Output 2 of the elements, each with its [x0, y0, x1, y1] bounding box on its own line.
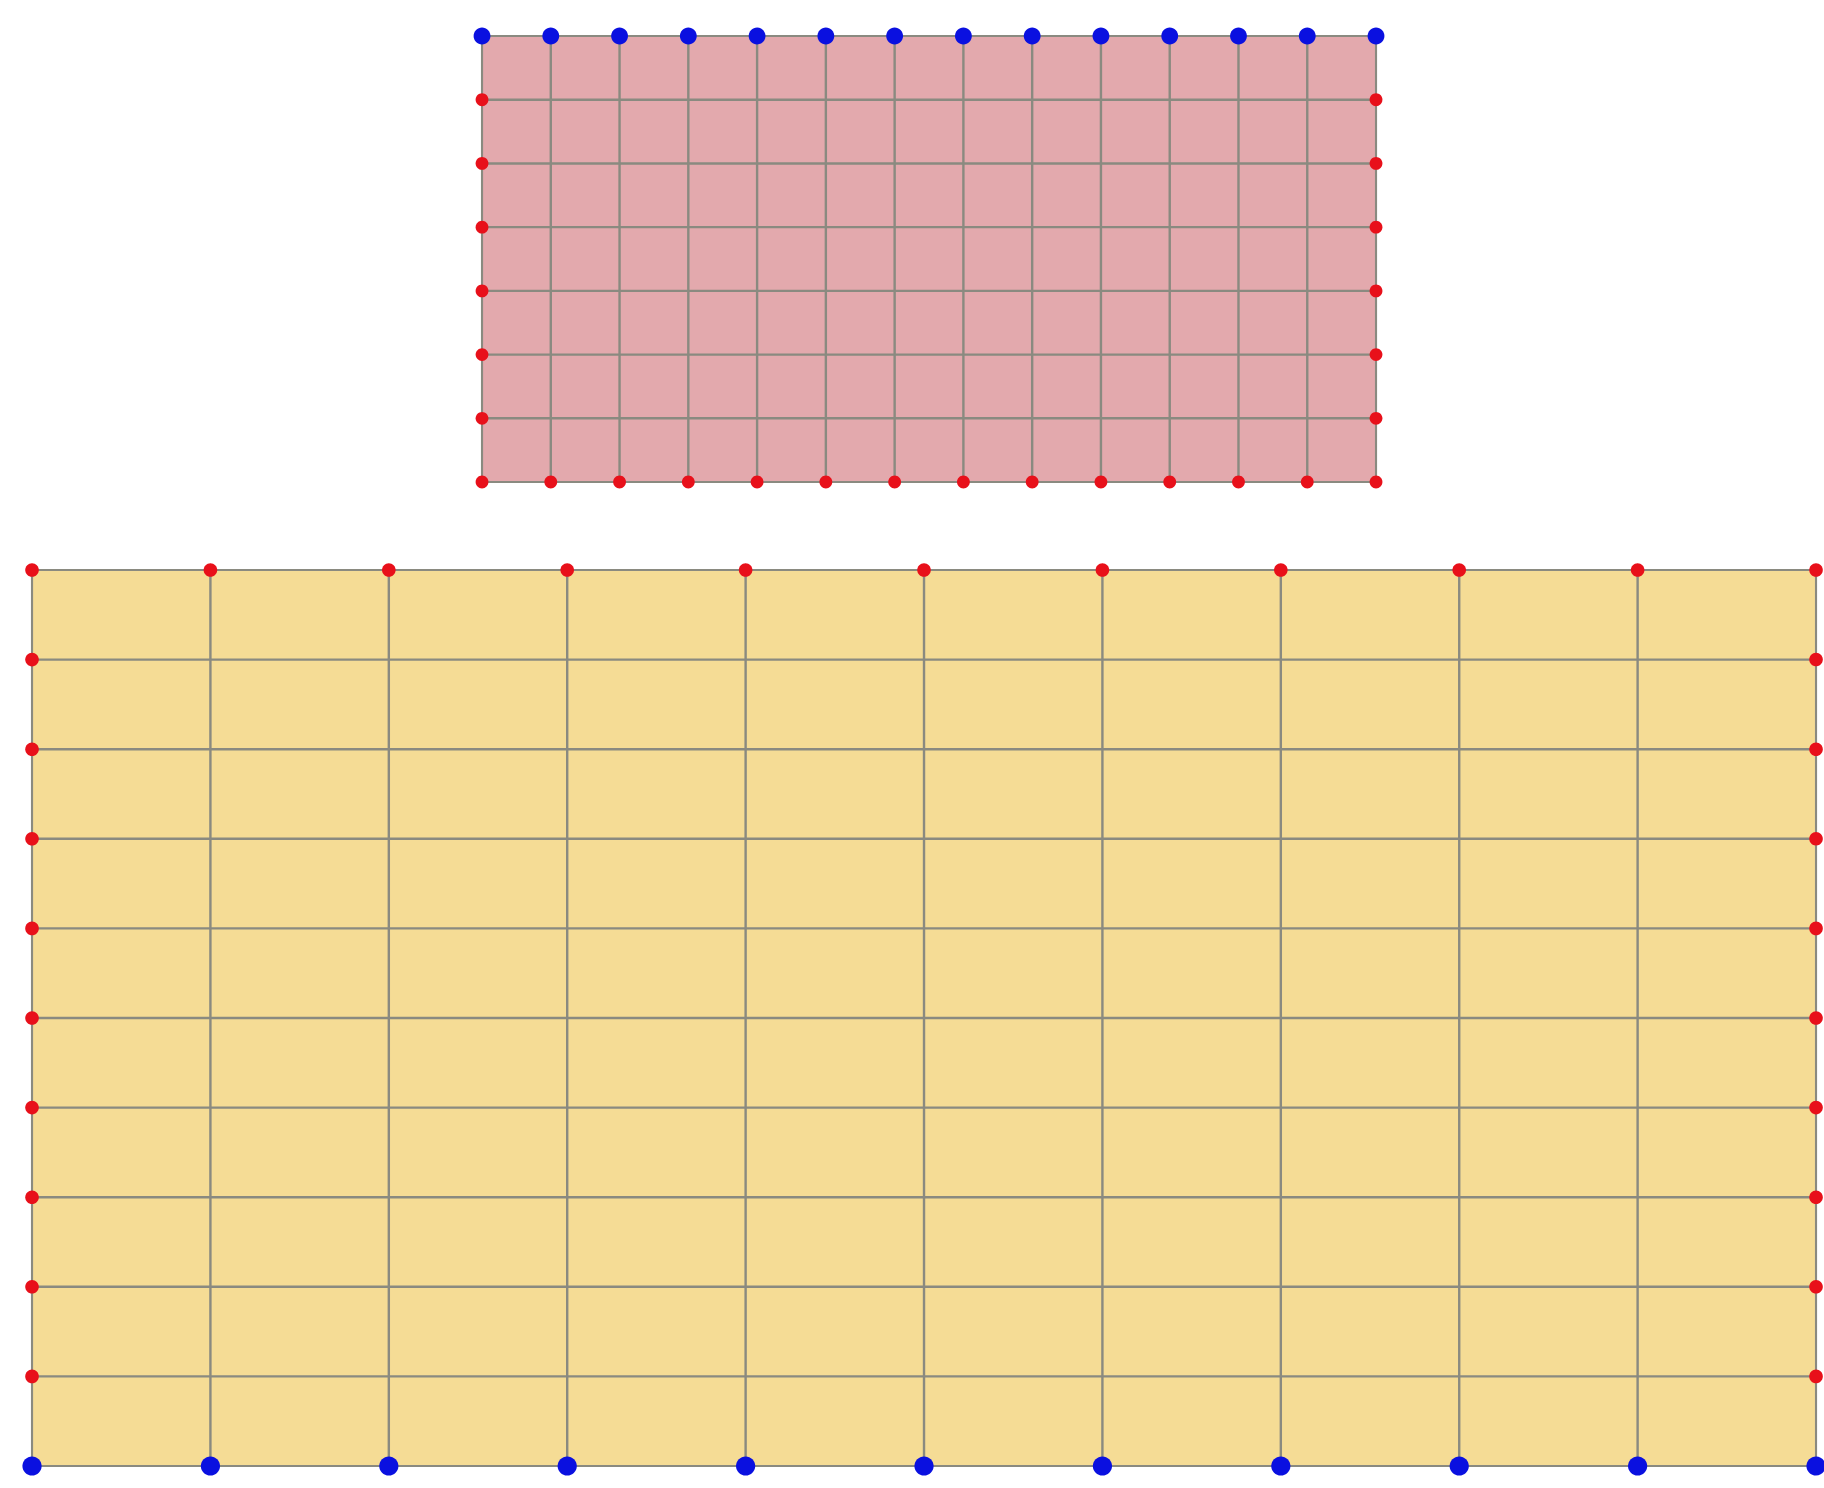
- mesh-drawing: [473, 27, 1385, 489]
- mesh-drawing: [22, 563, 1824, 1476]
